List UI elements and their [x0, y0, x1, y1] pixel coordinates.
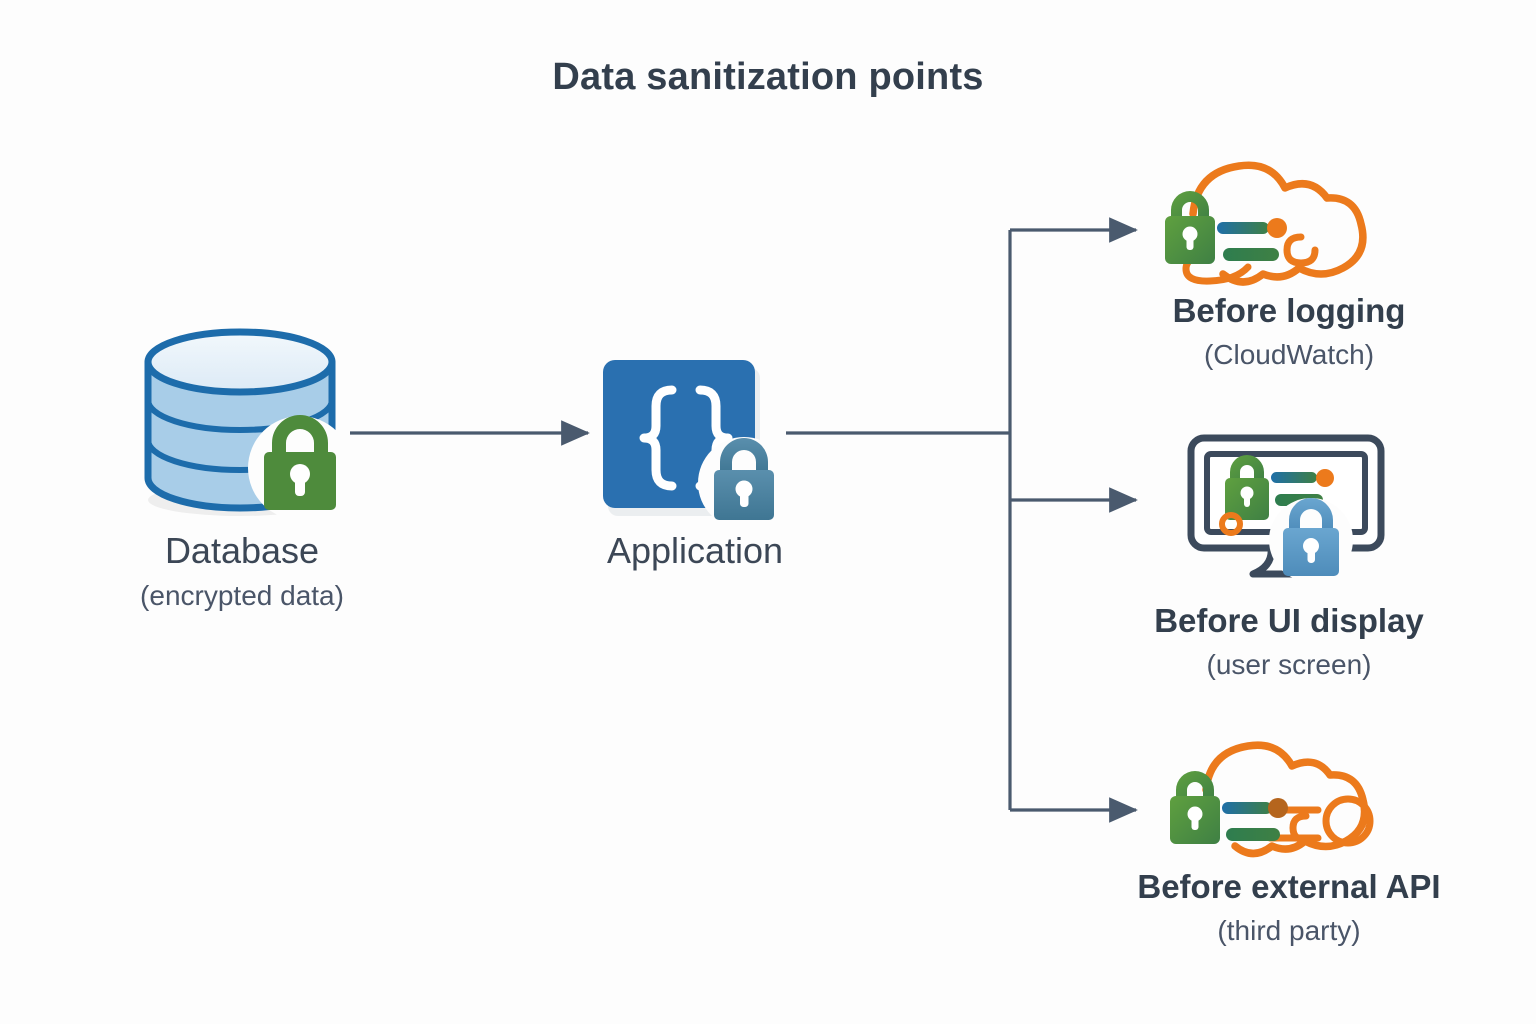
- logging-label-group: Before logging (CloudWatch): [1085, 292, 1493, 374]
- green-padlock-icon: [248, 415, 352, 520]
- ui-display-sublabel: (user screen): [1206, 648, 1372, 680]
- logging-label: Before logging: [1172, 292, 1406, 329]
- logging-sublabel: (CloudWatch): [1203, 338, 1375, 370]
- edge-app-to-bus: [786, 230, 1012, 810]
- external-api-label: Before external API: [1137, 868, 1441, 905]
- external-api-label-group: Before external API (third party): [1085, 868, 1493, 950]
- cloud-lock-icon: [1170, 741, 1374, 858]
- ui-display-label: Before UI display: [1154, 602, 1424, 639]
- database-label: Database: [164, 530, 320, 571]
- application-label-group: Application: [495, 530, 895, 571]
- monitor-lock-icon: [1187, 434, 1385, 582]
- ui-display-label-group: Before UI display (user screen): [1085, 602, 1493, 684]
- application-label: Application: [606, 530, 784, 571]
- steel-padlock-icon: [698, 437, 790, 529]
- external-api-sublabel: (third party): [1217, 914, 1361, 946]
- cloud-lock-icon: [1165, 161, 1367, 286]
- database-label-group: Database (encrypted data): [42, 530, 442, 615]
- database-sublabel: (encrypted data): [140, 580, 344, 612]
- page-title: Data sanitization points: [552, 56, 984, 98]
